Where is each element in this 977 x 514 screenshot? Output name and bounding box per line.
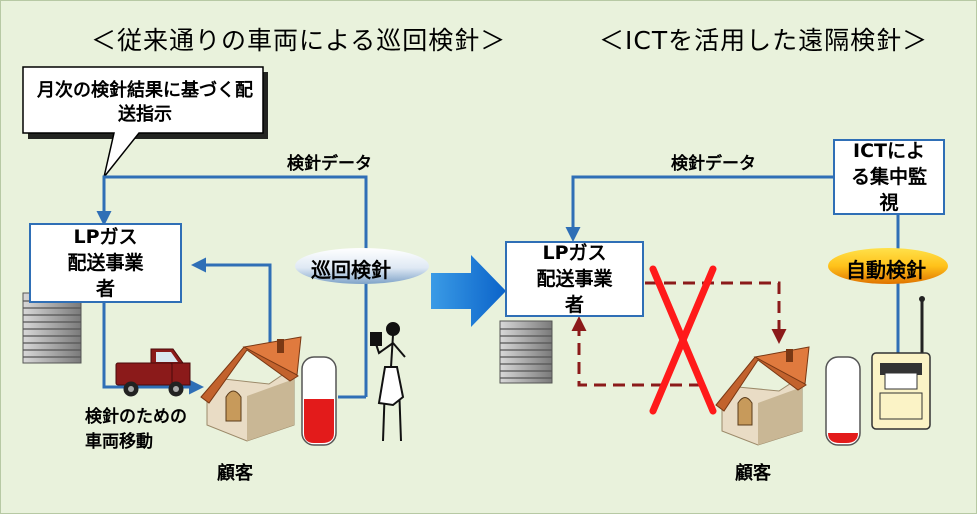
patrol-oval (295, 248, 429, 284)
building-icon-right (499, 320, 553, 384)
left-vehicle-line (102, 303, 204, 395)
right-data-label: 検針データ (671, 154, 756, 174)
left-dealer-box: LPガス配送事業者 (29, 223, 182, 303)
gas-gauge-icon-right (825, 356, 861, 446)
truck-icon (115, 348, 191, 397)
callout-bubble (22, 66, 268, 178)
auto-label: 自動検針 (846, 258, 926, 282)
auto-oval (828, 248, 948, 284)
right-data-line (565, 175, 833, 242)
right-dealer-box: LPガス配送事業者 (505, 241, 644, 317)
callout-text: 月次の検針結果に基づく配送指示 (37, 80, 253, 125)
building-icon (22, 292, 82, 364)
left-customer-label: 顧客 (217, 463, 253, 484)
patrol-label: 巡回検針 (311, 258, 391, 282)
transition-arrow (431, 255, 506, 327)
house-icon-right (715, 346, 810, 446)
left-section-title: ＜従来通りの車両による巡回検針＞ (91, 26, 507, 55)
meter-reader-icon (370, 322, 406, 442)
house-icon (200, 336, 302, 442)
right-customer-label: 顧客 (735, 463, 771, 484)
left-data-line (96, 175, 368, 399)
right-section-title: ＜ICTを活用した遠隔検針＞ (599, 26, 929, 55)
smart-meter-icon (871, 296, 931, 430)
left-data-label: 検針データ (287, 154, 372, 174)
vehicle-move-label: 検針のための車両移動 (85, 407, 187, 452)
cross-mark (649, 265, 717, 415)
monitor-box: ICTによる集中監視 (833, 139, 945, 215)
left-house-to-dealer-line (191, 257, 272, 363)
gas-gauge-icon (301, 356, 337, 446)
